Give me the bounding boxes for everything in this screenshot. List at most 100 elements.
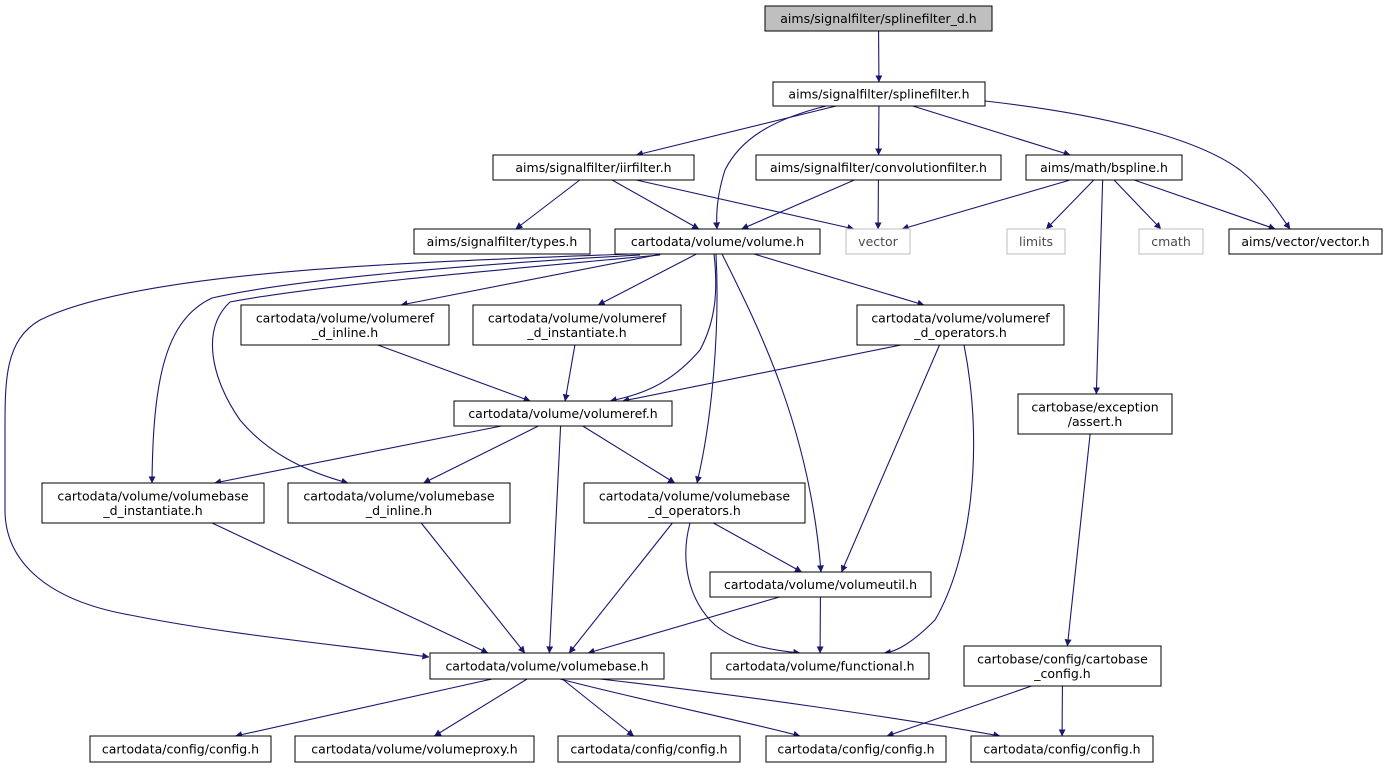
- node-volume[interactable]: cartodata/volume/volume.h: [614, 228, 821, 255]
- node-limits[interactable]: limits: [1006, 228, 1066, 255]
- edge-bspline-to-vector_std: [901, 179, 1071, 231]
- node-volumeref-inline[interactable]: cartodata/volume/volumeref_d_inline.h: [240, 304, 450, 346]
- edge-splinefilter-to-volume: [713, 105, 827, 230]
- node-volumeproxy[interactable]: cartodata/volume/volumeproxy.h: [294, 735, 535, 763]
- edge-iirfilter-to-volume: [611, 179, 700, 230]
- edge-iirfilter-to-types: [515, 179, 581, 230]
- edge-volumebase_operators-to-volumeutil: [713, 522, 802, 573]
- edge-volumeref-to-volumebase_operators: [582, 425, 676, 484]
- edge-volumebase_operators-to-volumebase: [568, 522, 673, 654]
- node-box: [472, 304, 682, 346]
- node-aims-vector[interactable]: aims/vector/vector.h: [1228, 228, 1383, 255]
- node-label: cartodata/volume/volumebase: [57, 488, 249, 503]
- node-label: cartodata/volume/volumeref: [256, 310, 435, 325]
- edge-volumebase-to-config2: [561, 678, 635, 737]
- edge-volume-to-volumebase_instantiate: [148, 254, 641, 484]
- node-label: cartodata/volume/volumebase: [303, 488, 495, 503]
- node-box: [845, 228, 911, 255]
- node-label: aims/signalfilter/types.h: [427, 234, 578, 249]
- node-label: _d_inline.h: [311, 325, 378, 340]
- node-label: cartodata/volume/volume.h: [631, 234, 804, 249]
- node-box: [240, 304, 450, 346]
- node-volumebase-operators[interactable]: cartodata/volume/volumebase_d_operators.…: [583, 482, 806, 524]
- edge-volumebase-to-config3: [559, 678, 801, 738]
- node-convolutionfilter[interactable]: aims/signalfilter/convolutionfilter.h: [755, 154, 1002, 181]
- node-label: cartodata/config/config.h: [983, 742, 1140, 757]
- node-label: _d_inline.h: [365, 503, 432, 518]
- edge-volume-to-volumeref: [609, 253, 717, 404]
- node-label: _d_instantiate.h: [102, 503, 202, 518]
- node-box: [1228, 228, 1383, 255]
- node-bspline[interactable]: aims/math/bspline.h: [1025, 154, 1183, 181]
- node-volumeref-operators[interactable]: cartodata/volume/volumeref_d_operators.h: [856, 304, 1065, 346]
- edge-volume-to-volumebase_inline: [211, 254, 661, 485]
- node-box: [583, 482, 806, 524]
- edge-volumebase_instantiate-to-volumebase: [211, 522, 489, 654]
- edge-bspline-to-limits: [1045, 179, 1095, 230]
- node-box: [856, 304, 1065, 346]
- node-box: [429, 652, 665, 680]
- node-box: [413, 228, 591, 255]
- node-box: [492, 154, 695, 181]
- node-splinefilter-d[interactable]: aims/signalfilter/splinefilter_d.h: [764, 5, 993, 32]
- edge-volumebase_operators-to-functional: [685, 522, 801, 656]
- node-box: [765, 735, 947, 763]
- node-box: [772, 81, 986, 107]
- node-label: cartodata/config/config.h: [777, 742, 934, 757]
- node-config1[interactable]: cartodata/config/config.h: [89, 735, 272, 763]
- edge-volumebase-to-volumeproxy: [434, 678, 528, 737]
- node-iirfilter[interactable]: aims/signalfilter/iirfilter.h: [492, 154, 695, 181]
- node-exception-assert[interactable]: cartobase/exception/assert.h: [1017, 393, 1173, 435]
- node-functional[interactable]: cartodata/volume/functional.h: [710, 652, 930, 680]
- edge-volumeref-to-volumebase_inline: [423, 425, 539, 484]
- node-box: [453, 400, 673, 427]
- edge-convolutionfilter-to-volume: [741, 179, 855, 230]
- node-box: [294, 735, 535, 763]
- node-volumeutil[interactable]: cartodata/volume/volumeutil.h: [709, 571, 932, 598]
- node-splinefilter[interactable]: aims/signalfilter/splinefilter.h: [772, 81, 986, 107]
- node-label: cartodata/volume/volumebase.h: [445, 659, 648, 674]
- edge-volumeref-to-volumebase: [546, 425, 562, 654]
- node-volumeref[interactable]: cartodata/volume/volumeref.h: [453, 400, 673, 427]
- node-box: [1138, 228, 1204, 255]
- node-label: limits: [1019, 234, 1053, 249]
- node-config4[interactable]: cartodata/config/config.h: [970, 735, 1154, 763]
- edge-volumebase-to-config1: [235, 678, 493, 738]
- node-volumebase[interactable]: cartodata/volume/volumebase.h: [429, 652, 665, 680]
- node-config2[interactable]: cartodata/config/config.h: [557, 735, 741, 763]
- node-label: cartodata/config/config.h: [570, 742, 727, 757]
- edge-cartobase_config-to-config3: [886, 685, 1032, 738]
- edge-volumeref_operators-to-volumeutil: [840, 344, 941, 573]
- edge-volumeref_instantiate-to-volumeref: [562, 344, 576, 402]
- node-volumebase-inline[interactable]: cartodata/volume/volumebase_d_inline.h: [287, 482, 511, 524]
- node-label: vector: [858, 234, 899, 249]
- edge-volumeref_operators-to-functional: [883, 344, 975, 656]
- edge-volume-to-volumeref_operators: [753, 253, 925, 307]
- node-box: [1006, 228, 1066, 255]
- edge-volumeutil-to-volumebase: [587, 596, 780, 655]
- node-label: cartobase/exception: [1031, 399, 1158, 414]
- node-label: aims/vector/vector.h: [1241, 234, 1369, 249]
- nodes-layer: aims/signalfilter/splinefilter_d.h aims/s…: [41, 5, 1383, 763]
- node-label: cartobase/config/cartobase: [977, 651, 1148, 666]
- node-volumebase-instantiate[interactable]: cartodata/volume/volumebase_d_instantiat…: [41, 482, 265, 524]
- node-vector-std[interactable]: vector: [845, 228, 911, 255]
- node-label: _d_operators.h: [913, 325, 1007, 340]
- node-config3[interactable]: cartodata/config/config.h: [765, 735, 947, 763]
- edge-bspline-to-aims_vector: [1134, 179, 1276, 231]
- node-label: cartodata/volume/volumeref: [871, 310, 1050, 325]
- edge-volume-to-volumeref_inline: [400, 253, 662, 308]
- node-cmath[interactable]: cmath: [1138, 228, 1204, 255]
- node-types[interactable]: aims/signalfilter/types.h: [413, 228, 591, 255]
- node-cartobase-config[interactable]: cartobase/config/cartobase_config.h: [963, 645, 1162, 687]
- node-box: [89, 735, 272, 763]
- node-label: aims/math/bspline.h: [1040, 160, 1168, 175]
- node-box: [755, 154, 1002, 181]
- node-label: aims/signalfilter/splinefilter_d.h: [780, 11, 976, 26]
- edge-iirfilter-to-vector_std: [636, 179, 855, 231]
- node-volumeref-instantiate[interactable]: cartodata/volume/volumeref_d_instantiate…: [472, 304, 682, 346]
- node-box: [963, 645, 1162, 687]
- edge-exception_assert-to-cartobase_config: [1064, 433, 1091, 647]
- node-label: _d_instantiate.h: [526, 325, 626, 340]
